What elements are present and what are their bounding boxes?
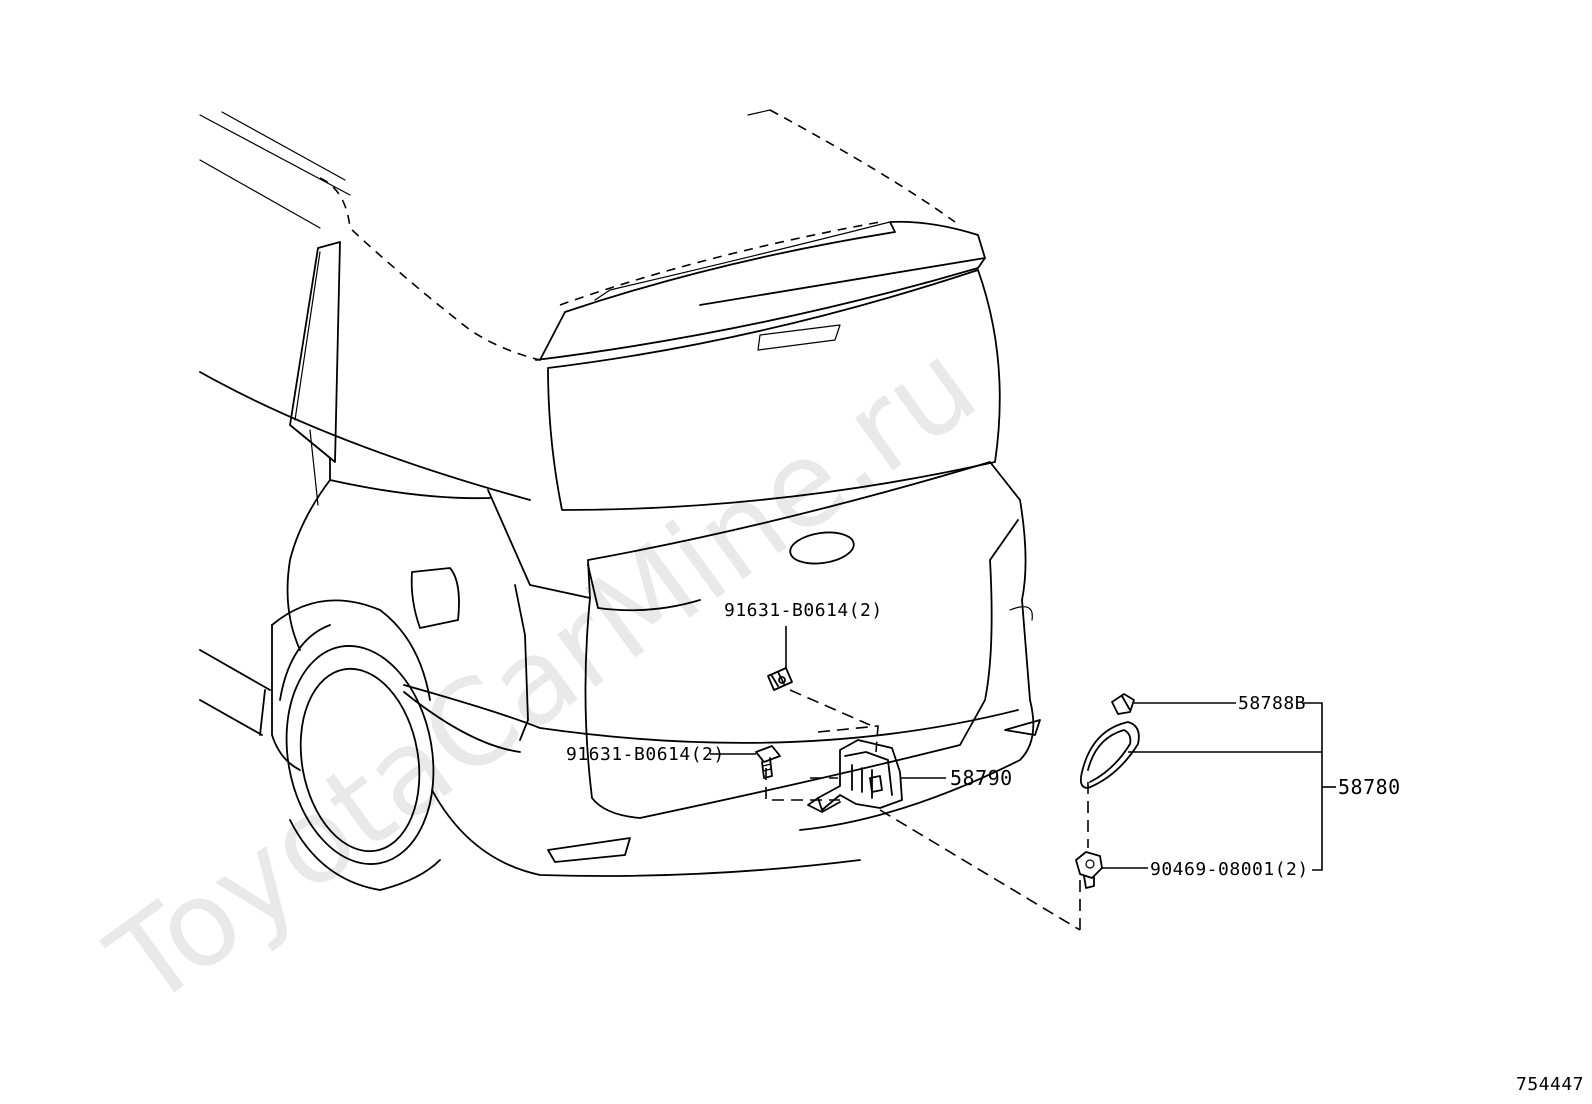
fuel-flap-icon [410, 567, 460, 629]
vehicle-body-outline [199, 109, 1041, 891]
callout-bolt-upper: 91631-B0614(2) [724, 600, 883, 621]
bolt-upper-icon [767, 667, 793, 691]
callout-bolt-lower: 91631-B0614(2) [566, 744, 725, 765]
assembly-lines [765, 689, 1089, 931]
emblem-icon [789, 531, 855, 565]
callout-bracket: 58790 [950, 766, 1013, 790]
rear-tyre-icon [285, 645, 435, 865]
watermark: ToyotaCarMine.ru [85, 315, 1001, 1033]
leader-lines [710, 626, 1336, 871]
watermark-text: ToyotaCarMine.ru [85, 315, 1001, 1033]
callout-cap: 58788B [1238, 693, 1306, 714]
bolt-lower-icon [755, 745, 781, 779]
callout-clip: 90469-08001(2) [1150, 859, 1309, 880]
fuel-lid-58780-icon [1079, 721, 1140, 789]
callout-assembly: 58780 [1338, 775, 1401, 799]
diagram-id: 754447 [1516, 1074, 1584, 1095]
bracket-58790-icon [807, 739, 903, 813]
cap-58788b-icon [1111, 693, 1135, 715]
